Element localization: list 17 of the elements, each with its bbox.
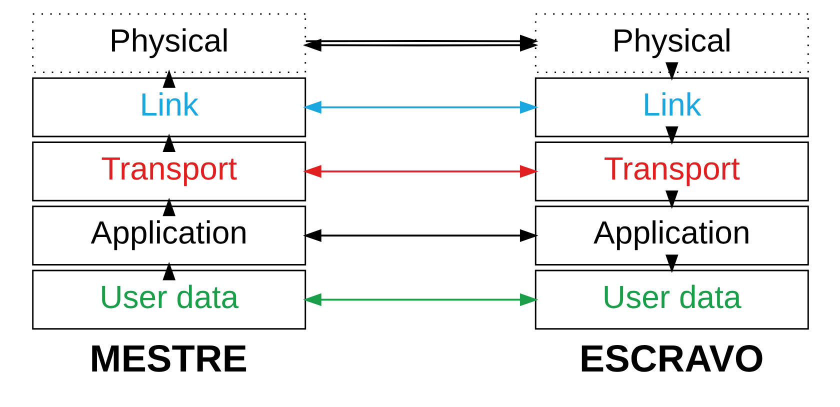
node-box: Physical (32, 13, 306, 74)
arrow (302, 100, 538, 114)
arrow (162, 262, 176, 280)
arrow (302, 293, 538, 306)
arrow (664, 62, 678, 81)
label: MESTRE (89, 338, 247, 381)
arrow (305, 34, 538, 48)
node-box: User data (534, 270, 808, 330)
arrow (162, 198, 176, 216)
arrow (162, 134, 176, 152)
arrow (302, 165, 538, 178)
arrow (664, 126, 678, 145)
arrow (162, 69, 176, 88)
arrow (302, 229, 538, 242)
arrow (664, 190, 678, 209)
label: ESCRAVO (578, 338, 764, 381)
arrow (664, 254, 678, 273)
